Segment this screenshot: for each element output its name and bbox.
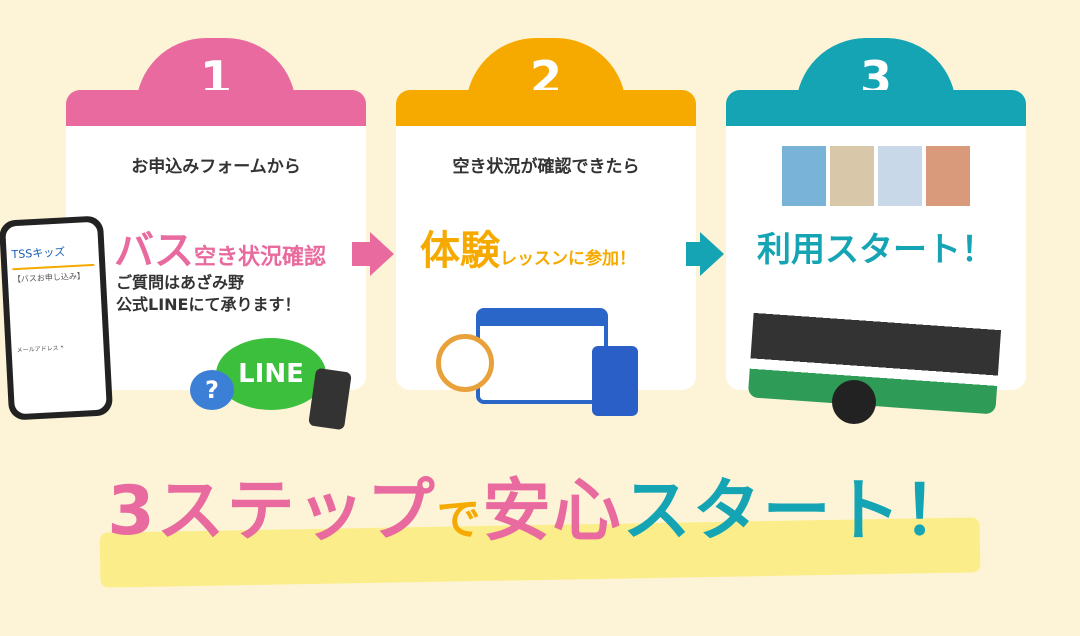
school-bus-photo [747, 267, 1005, 415]
phone-logo: TSSキッズ [11, 245, 66, 262]
smartphone-chat-icon [308, 367, 352, 431]
main-small: 空き状況確認 [194, 245, 327, 270]
phone-form-mockup: TSSキッズ 【バスお申し込み】 メールアドレス * [0, 215, 114, 421]
main-big: バス [114, 228, 194, 274]
headline: 3ステップで安心スタート！ [0, 455, 1080, 554]
note-line: 公式LINEにて承ります！ [116, 295, 301, 314]
main-small: レッスンに参加！ [500, 249, 636, 269]
step-1-card: お申込みフォームから バス空き状況確認 ご質問はあざみ野公式LINEにて承ります… [66, 90, 366, 390]
arrow-1-head [370, 232, 394, 276]
calendar-icon [476, 308, 608, 404]
step-main: 体験レッスンに参加！ [420, 218, 636, 276]
step-main: バス空き状況確認 [114, 218, 326, 276]
step-subtitle: お申込みフォームから [131, 157, 301, 177]
headline-part: で [436, 494, 483, 545]
step-subtitle: 空き状況が確認できたら [452, 157, 640, 177]
phone-field: メールアドレス * [16, 344, 64, 355]
phone-form-title: 【バスお申し込み】 [12, 263, 96, 286]
step-main: 利用スタート！ [757, 230, 995, 270]
kid-phone-icon [592, 346, 638, 416]
bus-wheel [832, 380, 876, 424]
kids-photos [782, 146, 970, 206]
headline-part: スタート！ [622, 472, 973, 551]
main-big: 体験 [420, 228, 500, 274]
line-badge: LINE [216, 338, 326, 410]
line-label: LINE [238, 359, 304, 389]
arrow-1 [352, 242, 372, 266]
arrow-2 [686, 242, 702, 266]
note-line: ご質問はあざみ野 [116, 273, 245, 292]
question-icon: ? [190, 370, 234, 410]
line-note: ご質問はあざみ野公式LINEにて承ります！ [116, 272, 300, 316]
arrow-2-head [700, 232, 724, 276]
headline-part: 3ステップ [107, 472, 437, 551]
headline-part: 安心 [482, 472, 623, 551]
clock-icon [436, 334, 494, 392]
